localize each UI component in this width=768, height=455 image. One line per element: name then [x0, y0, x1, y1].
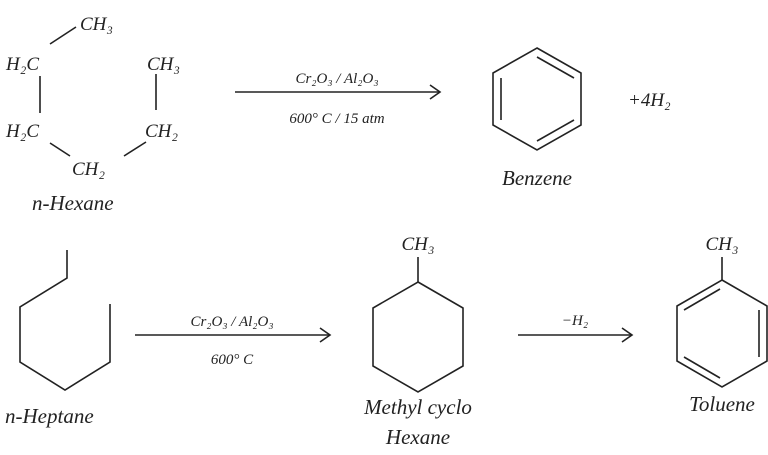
catalyst-label-1: Cr₂O₃ / Al₂O₃	[295, 71, 378, 87]
bond	[123, 141, 147, 157]
n-heptane-label: n-Heptane	[5, 404, 94, 428]
hexane-group-h2c-upper: H₂C	[5, 54, 39, 75]
bond	[49, 142, 71, 157]
hexane-group-ch2-bottom: CH₂	[72, 159, 105, 180]
n-hexane-structure: CH₃ H₂C CH₃ H₂C CH₂ CH₂ n-Hexane	[5, 14, 180, 215]
catalyst-label-2: Cr₂O₃ / Al₂O₃	[190, 314, 273, 330]
conditions-label-2: 600° C	[211, 352, 254, 368]
n-heptane-structure: n-Heptane	[5, 250, 111, 428]
dehydrogenation-label: −H₂	[562, 313, 588, 329]
toluene-label: Toluene	[689, 392, 755, 416]
methylcyclohexane-label-line2: Hexane	[385, 425, 450, 449]
arrowhead-icon	[621, 327, 634, 343]
toluene-structure: CH₃ Toluene	[676, 234, 768, 416]
hexane-group-h2c-lower: H₂C	[5, 121, 39, 142]
arrowhead-icon	[429, 84, 442, 100]
conditions-label-1: 600° C / 15 atm	[289, 111, 384, 127]
n-hexane-label: n-Hexane	[32, 191, 114, 215]
benzene-label: Benzene	[502, 166, 572, 190]
reaction-arrow-3: −H₂	[518, 313, 634, 343]
reaction-arrow-2: Cr₂O₃ / Al₂O₃ 600° C	[135, 314, 332, 368]
methylcyclohexane-structure: CH₃ Methyl cyclo Hexane	[363, 234, 472, 449]
reaction-arrow-1: Cr₂O₃ / Al₂O₃ 600° C / 15 atm	[235, 71, 442, 127]
methylcyclohexane-label-line1: Methyl cyclo	[363, 395, 472, 419]
hexane-group-ch3-top: CH₃	[80, 14, 113, 35]
hexane-group-ch2-right: CH₂	[145, 121, 178, 142]
hydrogen-byproduct: +4H₂	[628, 90, 671, 111]
hexane-group-ch3-right: CH₃	[147, 54, 180, 75]
bond	[49, 26, 77, 45]
toluene-methyl-group: CH₃	[706, 234, 739, 255]
arrowhead-icon	[319, 327, 332, 343]
benzene-structure: Benzene	[492, 47, 582, 190]
methyl-group: CH₃	[402, 234, 435, 255]
